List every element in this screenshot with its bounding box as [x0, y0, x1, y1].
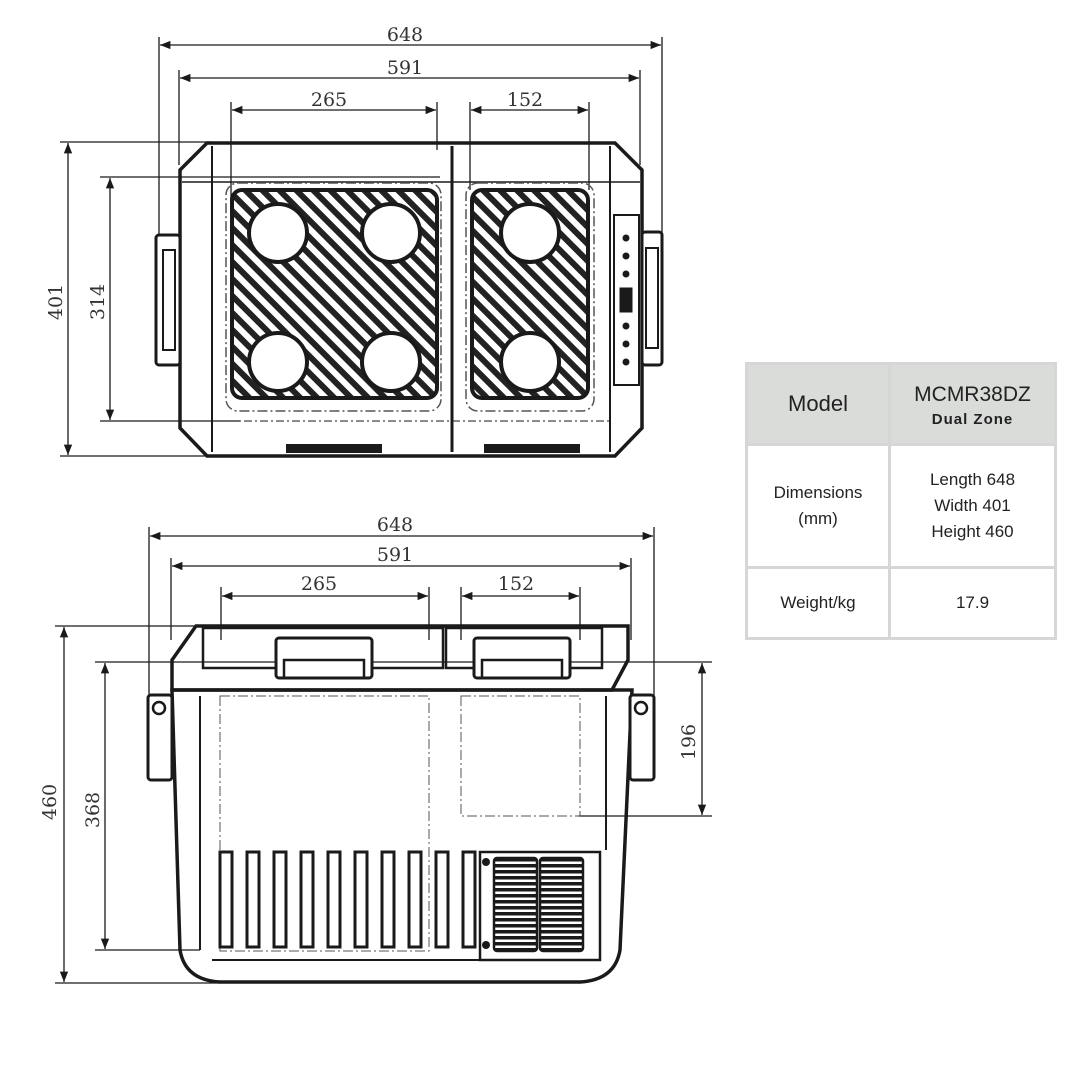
weight-value-cell: 17.9 [888, 566, 1057, 640]
front-grille-panel [478, 850, 602, 962]
dimensions-unit-label: (mm) [798, 509, 838, 528]
spec-row-dimensions: Dimensions (mm) Length 648 Width 401 Hei… [745, 443, 1057, 569]
front-overall-length-label: 648 [377, 514, 413, 536]
top-inner-length-label: 591 [387, 57, 423, 79]
spec-row-weight: Weight/kg 17.9 [745, 566, 1057, 640]
dimensions-label-cell: Dimensions (mm) [745, 443, 891, 569]
top-view: 648 591 265 152 401 314 [45, 24, 664, 458]
model-subtitle: Dual Zone [931, 410, 1014, 428]
front-vents [218, 850, 477, 949]
top-width-label: 401 [45, 284, 67, 320]
height-value: Height 460 [931, 522, 1014, 541]
spec-row-model: Model MCMR38DZ Dual Zone [745, 362, 1057, 446]
model-label: Model [788, 391, 848, 416]
dimensions-label: Dimensions [773, 483, 863, 502]
top-right-zone-label: 152 [507, 89, 543, 111]
model-value: MCMR38DZ [914, 382, 1031, 406]
front-body-outline [146, 624, 656, 984]
weight-label: Weight/kg [780, 593, 856, 612]
front-height-label: 460 [39, 784, 61, 820]
top-body-outline [154, 141, 664, 458]
top-overall-length-label: 648 [387, 24, 423, 46]
top-right-lid [465, 182, 595, 412]
top-left-zone-label: 265 [311, 89, 347, 111]
front-right-zone-label: 152 [498, 573, 534, 595]
front-inner-height-label: 368 [82, 792, 104, 828]
front-right-zone-height-label: 196 [678, 724, 700, 760]
front-inner-length-label: 591 [377, 544, 413, 566]
length-value: Length 648 [929, 470, 1016, 489]
width-value: Width 401 [934, 496, 1011, 515]
top-inner-width-label: 314 [87, 284, 109, 320]
top-left-lid [225, 182, 442, 412]
weight-label-cell: Weight/kg [745, 566, 891, 640]
front-view: 648 591 265 152 460 368 196 [39, 514, 712, 984]
spec-table: Model MCMR38DZ Dual Zone Dimensions (mm)… [745, 362, 1057, 640]
model-label-cell: Model [745, 362, 891, 446]
front-dimension-lines [55, 527, 712, 984]
front-left-zone-label: 265 [301, 573, 337, 595]
weight-value: 17.9 [955, 593, 990, 612]
top-dimension-lines [60, 37, 663, 457]
model-value-cell: MCMR38DZ Dual Zone [888, 362, 1057, 446]
dimensions-value-cell: Length 648 Width 401 Height 460 [888, 443, 1057, 569]
